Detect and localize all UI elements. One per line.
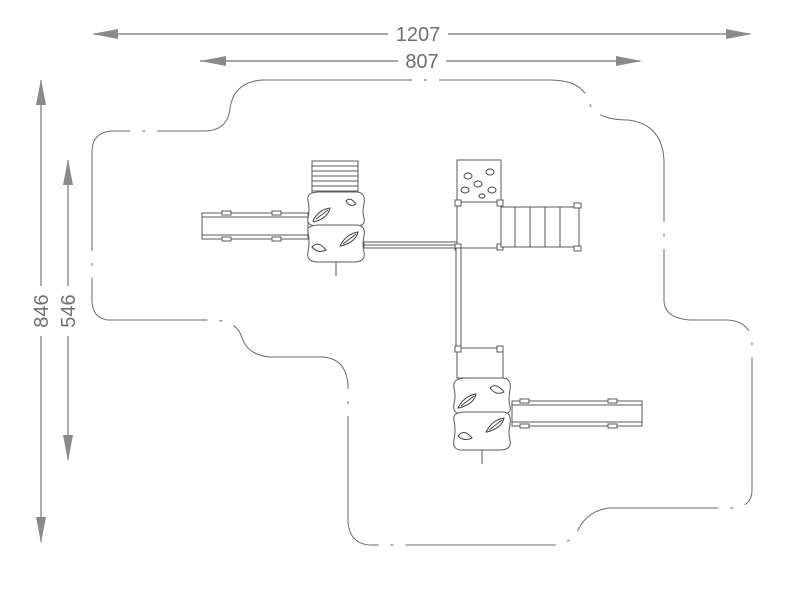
- dimension-outer-height: 846: [31, 79, 53, 543]
- oak-leaf-icon: [457, 417, 505, 441]
- dimension-outer-width: 1207: [92, 24, 752, 46]
- climbing-hold-icon: [460, 168, 497, 199]
- bottom-leaf-panel-top: [453, 377, 511, 415]
- oak-leaf-icon: [311, 231, 359, 252]
- safety-zone-outline: [91, 79, 753, 546]
- bottom-platform: [456, 347, 504, 379]
- dimension-inner-height: 546: [58, 159, 80, 461]
- bottom-tower: [453, 345, 643, 464]
- left-tower: [201, 160, 365, 276]
- dimension-inner-width-label: 807: [405, 51, 438, 73]
- dimension-outer-width-label: 1207: [396, 24, 441, 46]
- middle-platform: [456, 201, 502, 249]
- vertical-bridge: [455, 247, 462, 351]
- left-leaf-panel-bottom: [307, 224, 365, 263]
- left-steps: [311, 160, 359, 195]
- left-leaf-panel-top: [307, 191, 365, 227]
- right-slide: [511, 398, 643, 429]
- dimension-inner-width: 807: [200, 51, 642, 73]
- left-slide: [201, 210, 309, 242]
- bottom-leaf-panel-bottom: [453, 411, 511, 451]
- dimension-outer-height-label: 846: [31, 294, 53, 327]
- connecting-bridge: [363, 241, 459, 249]
- ladder: [500, 202, 582, 252]
- oak-leaf-icon: [457, 385, 505, 409]
- dimension-inner-height-label: 546: [58, 294, 80, 327]
- oak-leaf-icon: [312, 198, 357, 223]
- middle-tower: [454, 159, 582, 351]
